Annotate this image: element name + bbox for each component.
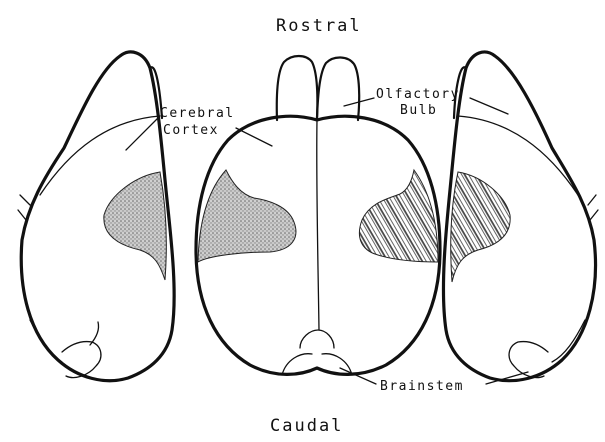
rostral-label: Rostral xyxy=(276,16,362,36)
center-right-shaded-region xyxy=(359,170,438,262)
brainstem-label: Brainstem xyxy=(380,379,464,394)
center-left-shaded-region xyxy=(198,170,296,262)
right-shaded-region xyxy=(451,172,511,282)
left-lateral-brain xyxy=(18,52,174,381)
caudal-label: Caudal xyxy=(270,416,343,436)
left-brainstem xyxy=(62,342,101,378)
bulb-label: Bulb xyxy=(400,103,437,118)
cerebral-leader-left xyxy=(126,118,158,150)
left-shaded-region xyxy=(104,172,167,280)
right-lower-contour xyxy=(552,320,585,362)
cerebral-label: Cerebral xyxy=(160,106,235,121)
midline xyxy=(317,120,319,330)
right-lateral-brain xyxy=(443,52,598,381)
center-brainstem-detail xyxy=(300,330,334,348)
cerebral-leader-center xyxy=(236,128,272,146)
olfactory-leader-right xyxy=(470,98,508,114)
left-olfactory-bulb xyxy=(277,56,318,120)
right-olfactory-bulb xyxy=(317,57,359,120)
cortex-label: Cortex xyxy=(163,123,219,138)
olfactory-label: Olfactory xyxy=(376,87,460,102)
